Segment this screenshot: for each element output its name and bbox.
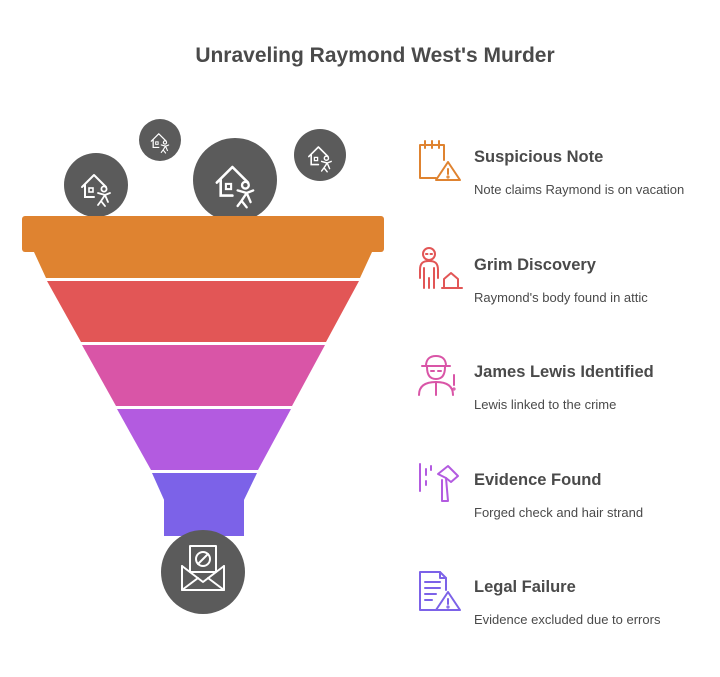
suspect-icon [418,355,456,396]
body-attic-icon [419,247,463,289]
calendar-warning-icon [419,140,461,181]
input-icon-circle [193,138,277,222]
funnel-diagram [22,119,384,614]
funnel-stage-1 [22,216,384,278]
output-icon-circle [161,530,245,614]
step-description: Lewis linked to the crime [474,397,617,412]
step-title: Legal Failure [474,578,576,596]
step-title: Grim Discovery [474,256,596,274]
funnel-stage-5 [152,473,257,536]
envelope-blocked-icon [181,545,225,591]
funnel-stage-2 [47,281,359,342]
step-grim-discovery: Grim Discovery Raymond's body found in a… [414,246,714,326]
document-warning-icon [419,571,461,611]
step-description: Note claims Raymond is on vacation [474,182,685,197]
step-title: Evidence Found [474,471,602,489]
input-icon-circle [64,153,128,217]
page-title: Unraveling Raymond West's Murder [195,44,555,67]
step-legal-failure: Legal Failure Evidence excluded due to e… [414,568,714,648]
step-title: James Lewis Identified [474,363,654,381]
funnel-stage-4 [117,409,291,470]
input-icon-circle [139,119,181,161]
step-title: Suspicious Note [474,148,604,166]
hammer-evidence-icon [419,463,459,502]
input-icon-circle [294,129,346,181]
funnel-stage-3 [82,345,325,406]
step-description: Evidence excluded due to errors [474,612,661,627]
step-evidence-found: Evidence Found Forged check and hair str… [414,461,714,541]
step-description: Forged check and hair strand [474,505,644,520]
step-james-lewis-identified: James Lewis Identified Lewis linked to t… [414,353,714,433]
step-description: Raymond's body found in attic [474,290,648,305]
step-suspicious-note: Suspicious Note Note claims Raymond is o… [414,138,714,218]
